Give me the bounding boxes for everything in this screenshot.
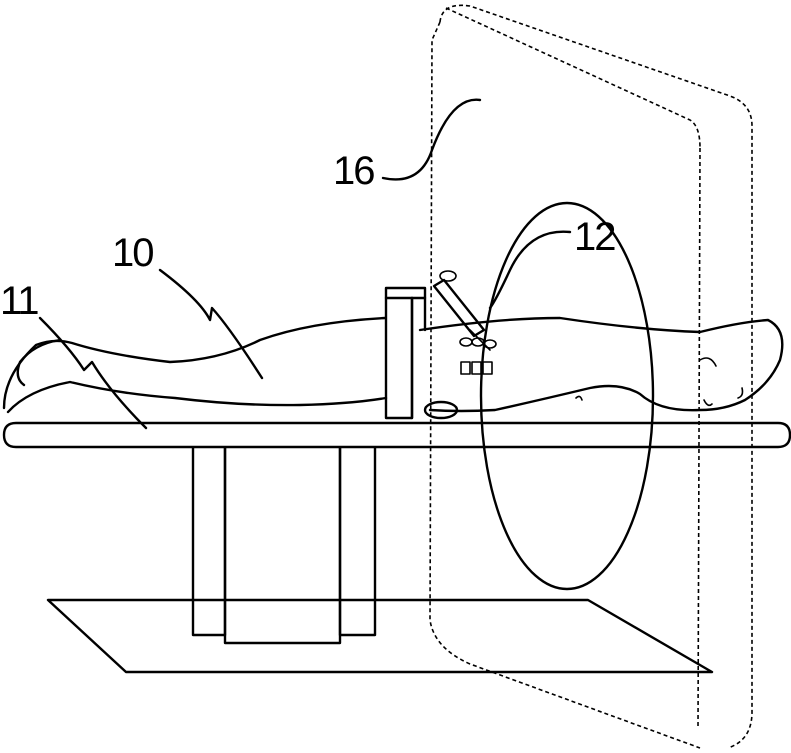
positioning-frame xyxy=(386,288,457,418)
patient-body xyxy=(4,318,782,412)
leader-table xyxy=(40,318,146,428)
gantry-ring xyxy=(481,203,653,589)
gantry-housing xyxy=(430,5,752,748)
table-pedestal xyxy=(193,448,375,643)
label-gantry: 16 xyxy=(333,149,374,193)
label-ring: 12 xyxy=(574,215,615,259)
couch-top xyxy=(4,423,790,447)
label-table: 11 xyxy=(0,279,38,323)
label-patient: 10 xyxy=(112,231,153,275)
floor-base-plate xyxy=(48,600,712,672)
